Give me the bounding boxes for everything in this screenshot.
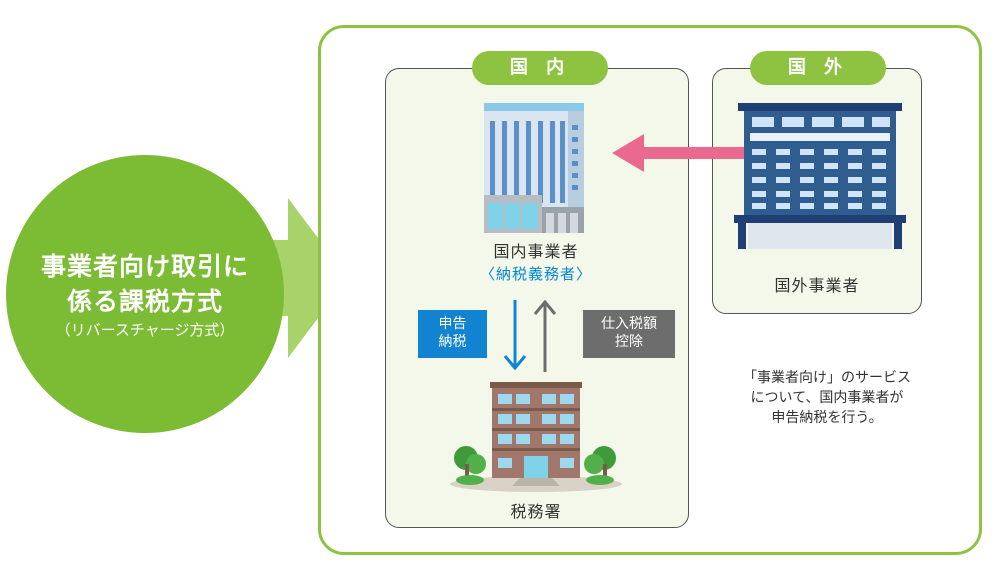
domestic-building-icon	[484, 103, 584, 233]
tax-filing-tag: 申告 納税	[418, 310, 487, 358]
service-flow-arrow-icon	[612, 134, 752, 172]
circle-subtitle: （リバースチャージ方式）	[55, 321, 235, 339]
foreign-business-label: 国外事業者	[774, 276, 860, 295]
foreign-header: 国 外	[750, 51, 886, 85]
filing-arrow-down-icon	[503, 300, 527, 371]
circle-title-line2: 係る課税方式	[66, 287, 223, 316]
taxpayer-label: 〈納税義務者〉	[479, 265, 592, 283]
input-tax-deduction-tag: 仕入税額 控除	[583, 310, 675, 358]
circle-title-line1: 事業者向け取引に	[40, 252, 249, 281]
taxation-method-circle: 事業者向け取引に 係る課税方式 （リバースチャージ方式）	[6, 155, 284, 433]
tax-office-building-icon	[450, 382, 622, 492]
explanation-note: 「事業者向け」のサービス について、国内事業者が 申告納税を行う。	[743, 370, 911, 426]
domestic-header: 国 内	[472, 51, 608, 85]
foreign-building-icon	[734, 103, 906, 249]
tax-office-label: 税務署	[510, 502, 562, 521]
deduction-arrow-up-icon	[533, 300, 557, 372]
domestic-business-label: 国内事業者	[493, 242, 579, 261]
